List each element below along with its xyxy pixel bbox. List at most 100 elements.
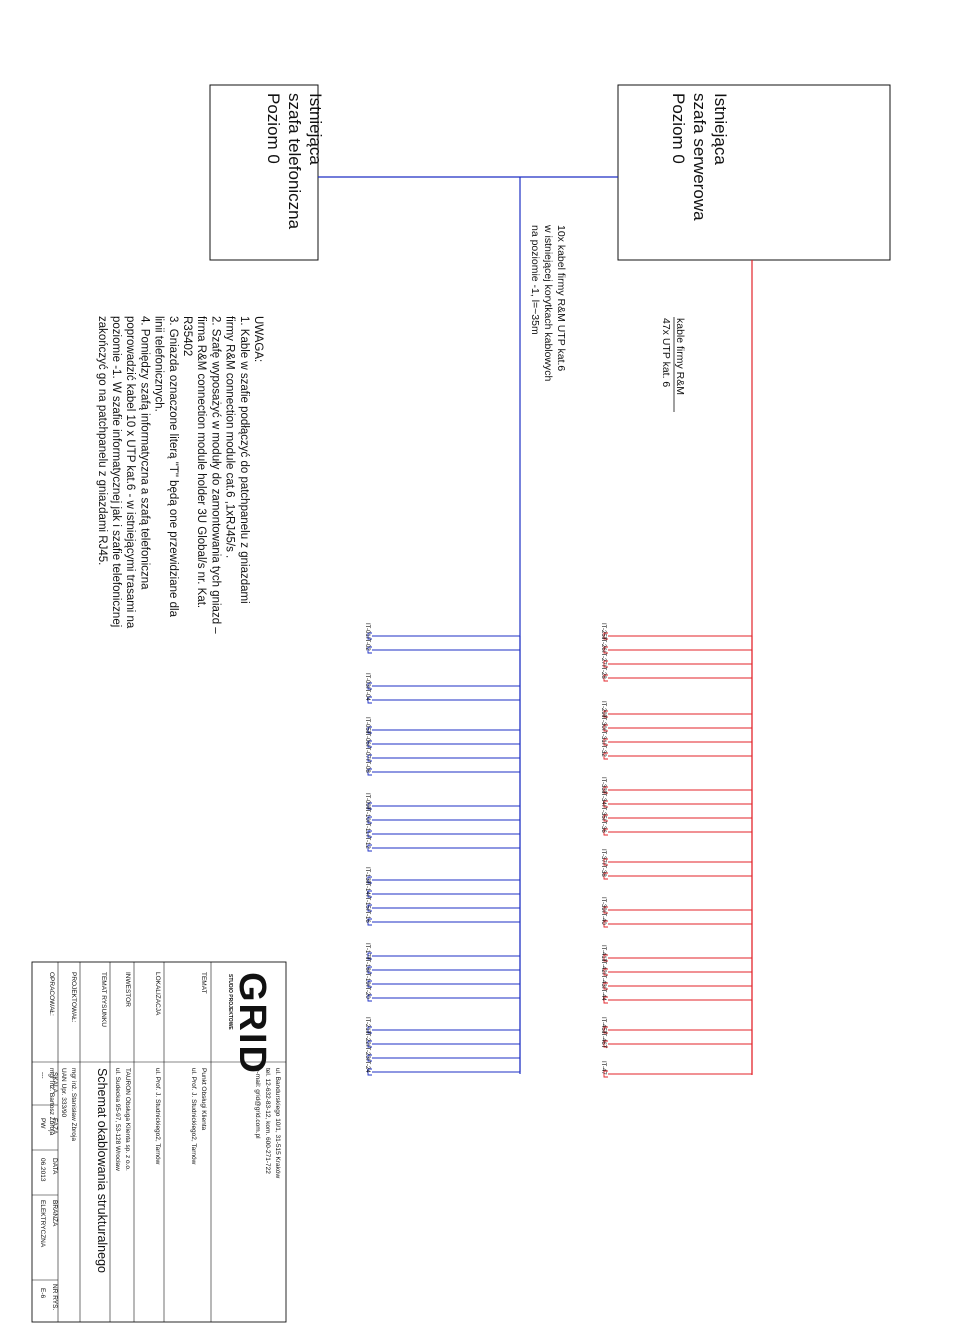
blue-port-label: IT-03 — [364, 673, 370, 687]
title-block-frame — [31, 961, 287, 1323]
note-line: 3. Gniazda oznaczone literą "T" będą one… — [167, 316, 179, 618]
blue-port-label: IT-13T — [364, 867, 370, 885]
red-port-label-wrap: IT-28 — [600, 665, 606, 679]
red-outlet-symbol — [603, 1026, 608, 1034]
red-port-label-wrap: IT-29T — [600, 701, 606, 719]
blue-port-label: IT-17T — [364, 943, 370, 961]
red-port-label-wrap: IT-31 — [600, 729, 606, 743]
red-outlet-symbol — [603, 800, 608, 808]
red-port-label-wrap: IT-34 — [600, 791, 606, 805]
blue-outlet-symbol — [367, 844, 372, 852]
server-cabinet-line1: Istniejąca — [711, 93, 730, 165]
note-line: firma R&M connection module holder 3U Gl… — [195, 316, 207, 608]
blue-port-label-wrap: IT-04 — [364, 687, 370, 701]
temat-label: TEMAT — [200, 972, 207, 994]
data-cell: DATA 06.2013 — [39, 1158, 58, 1182]
temat-value-line2: ul. Prof. J. Studnickiego2, Tarnów — [190, 1068, 197, 1165]
blue-port-label-wrap: IT-12 — [364, 835, 370, 849]
blue-port-label: IT-14 — [364, 881, 370, 895]
opracowal-label: OPRACOWAŁ: — [48, 972, 55, 1016]
red-outlet-symbol — [603, 786, 608, 794]
skala-cell: SKALA --- — [39, 1072, 58, 1094]
note-line: poziomie -1. W szafie informatycznej jak… — [110, 316, 122, 627]
branza-cell: BRANŻA ELEKTRYCZNA — [39, 1200, 60, 1248]
red-outlet-symbol — [603, 920, 608, 928]
red-port-label: IT-26 — [600, 637, 606, 651]
nr-value: E-6 — [39, 1288, 46, 1299]
red-outlet-symbol — [603, 1040, 608, 1048]
red-outlet-symbol — [603, 996, 608, 1004]
red-outlet-symbol — [603, 1070, 608, 1078]
data-value: 06.2013 — [39, 1158, 46, 1182]
inwestor-value-line2: ul. Sudecka 95-97, 53-128 Wrocław — [114, 1068, 121, 1171]
blue-port-label-wrap: IT-14 — [364, 881, 370, 895]
red-port-label: IT-39 — [600, 897, 606, 911]
projektowal-value-wrap: mgr inż. Stanisław Zbroja UAN Upr. 333/9… — [60, 1068, 77, 1141]
temat-rysunku-value-wrap: Schemat okablowania strukturalnego — [95, 1068, 109, 1273]
blue-port-label-wrap: IT-15 — [364, 895, 370, 909]
blue-cable-label-line3: na poziomie -1, l=~35m — [529, 225, 541, 335]
phone-cabinet-line3: Poziom 0 — [264, 93, 283, 164]
inwestor-value-wrap: TAURON Obsługa Klienta sp. z o.o. ul. Su… — [114, 1068, 131, 1171]
red-outlet-symbol — [603, 710, 608, 718]
red-port-label-wrap: IT-39 — [600, 897, 606, 911]
red-port-label: IT-37 — [600, 849, 606, 863]
red-outlet-symbol — [603, 632, 608, 640]
note-line: zakończyć go na patchpanelu z gniazdami … — [96, 316, 108, 565]
blue-port-label-wrap: IT-09T — [364, 793, 370, 811]
red-port-label-wrap: IT-35 — [600, 805, 606, 819]
blue-port-label-wrap: IT-18 — [364, 957, 370, 971]
inwestor-label: INWESTOR — [124, 972, 131, 1007]
red-port-label: IT-25T — [600, 623, 606, 641]
logo: GRID STUDIO PROJEKTOWE — [227, 972, 273, 1075]
red-port-label: IT-46T — [600, 1031, 606, 1049]
red-port-label: IT-41T — [600, 945, 606, 963]
blue-port-label: IT-24 — [364, 1059, 370, 1073]
phone-cabinet-label: Istniejąca szafa telefoniczna Poziom 0 — [264, 93, 325, 230]
note-line: poprowadzić kabel 10 x UTP kat.6 - w ist… — [124, 316, 136, 629]
blue-outlet-symbol — [367, 696, 372, 704]
red-outlet-symbol — [603, 752, 608, 760]
nr-label: NR RYS. — [51, 1284, 58, 1310]
blue-port-label-wrap: IT-07 — [364, 745, 370, 759]
red-port-label: IT-30 — [600, 715, 606, 729]
red-port-label-wrap: IT-47 — [600, 1061, 606, 1075]
red-port-label-wrap: IT-27 — [600, 651, 606, 665]
blue-port-label-wrap: IT-03 — [364, 673, 370, 687]
temat-rysunku-label: TEMAT RYSUNKU — [100, 972, 107, 1027]
red-port-label: IT-43 — [600, 973, 606, 987]
blue-outlet-symbol — [367, 740, 372, 748]
faza-value: PW — [39, 1118, 46, 1129]
blue-port-label: IT-18 — [364, 957, 370, 971]
blue-port-label-wrap: IT-05T — [364, 717, 370, 735]
blue-outlet-symbol — [367, 1040, 372, 1048]
temat-rysunku-value: Schemat okablowania strukturalnego — [95, 1068, 109, 1273]
phone-cabinet-line2: szafa telefoniczna — [285, 93, 304, 230]
blue-port-label: IT-06 — [364, 731, 370, 745]
blue-port-label-wrap: IT-16 — [364, 909, 370, 923]
red-port-label: IT-28 — [600, 665, 606, 679]
title-block: GRID STUDIO PROJEKTOWE ul. Bandurskiego … — [31, 961, 287, 1323]
temat-value-wrap: Punkt Obsługi Klienta ul. Prof. J. Studn… — [190, 1068, 207, 1165]
address-line3: e-mail: grid@grid.com.pl — [254, 1068, 261, 1139]
blue-port-label-wrap: IT-01 — [364, 623, 370, 637]
lokalizacja-label: LOKALIZACJA — [154, 972, 161, 1016]
red-port-label: IT-31 — [600, 729, 606, 743]
red-outlet-symbol — [603, 858, 608, 866]
blue-outlet-symbol — [367, 802, 372, 810]
opracowal-label-wrap: OPRACOWAŁ: — [48, 972, 55, 1016]
server-cabinet-line3: Poziom 0 — [669, 93, 688, 164]
blue-port-group: IT-01IT-02IT-03IT-04IT-05TIT-06IT-07IT-0… — [364, 177, 521, 1076]
blue-outlet-symbol — [367, 682, 372, 690]
blue-port-label: IT-21T — [364, 1017, 370, 1035]
red-outlet-symbol — [603, 660, 608, 668]
red-port-label-wrap: IT-46T — [600, 1031, 606, 1049]
red-port-label: IT-44 — [600, 987, 606, 1001]
blue-outlet-symbol — [367, 816, 372, 824]
address-line1: ul. Bandurskiego 10/1, 31-515 Kraków — [274, 1068, 281, 1179]
notes-block: UWAGA:1. Kable w szafie podłączyć do pat… — [96, 316, 264, 634]
red-outlet-symbol — [603, 968, 608, 976]
projektowal-label: PROJEKTOWAŁ: — [70, 972, 77, 1023]
blue-outlet-symbol — [367, 994, 372, 1002]
red-outlet-symbol — [603, 724, 608, 732]
